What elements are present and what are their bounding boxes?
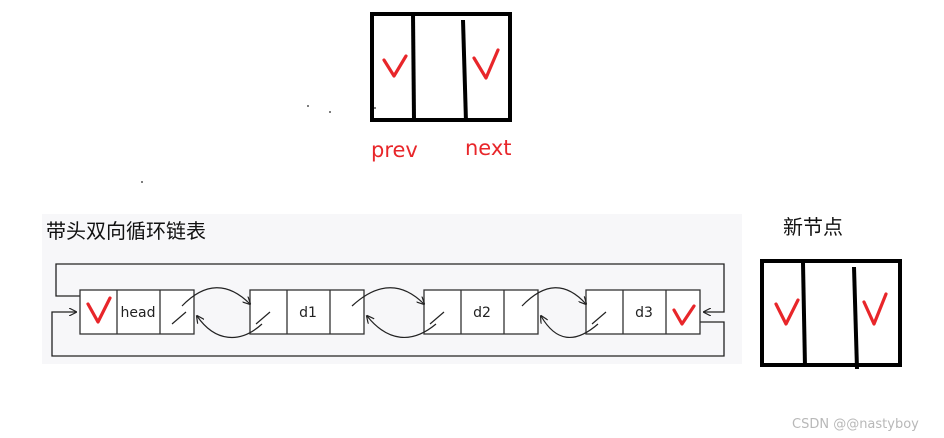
node-head-label: head bbox=[121, 305, 156, 321]
top-node-box bbox=[370, 12, 512, 122]
prev-link-d3-d2 bbox=[541, 316, 599, 339]
new-next-check-icon bbox=[862, 292, 888, 326]
next-check-icon bbox=[472, 48, 500, 80]
circular-link-bottom bbox=[51, 312, 725, 357]
node-d2-box bbox=[423, 289, 539, 335]
node-d1-label: d1 bbox=[299, 305, 317, 321]
top-node-divider-right bbox=[461, 19, 468, 123]
node-d2: d2 bbox=[423, 289, 539, 335]
new-node-divider-right bbox=[852, 266, 859, 370]
prev-check-icon bbox=[382, 54, 408, 78]
null-slash bbox=[171, 311, 187, 325]
node-d3-box bbox=[585, 289, 701, 335]
watermark: CSDN @@nastyboy bbox=[792, 417, 919, 432]
top-node bbox=[370, 12, 512, 123]
null-slash bbox=[591, 311, 607, 325]
list-panel bbox=[42, 214, 742, 364]
prev-link-d2-d1 bbox=[367, 316, 437, 338]
stray-dot bbox=[329, 111, 331, 113]
new-node bbox=[760, 259, 902, 370]
head-prev-check-icon bbox=[86, 296, 112, 324]
prev-label: prev bbox=[371, 138, 418, 162]
circular-link-top bbox=[55, 263, 725, 312]
node-d3: d3 bbox=[585, 289, 701, 335]
prev-link-d1-head bbox=[197, 316, 263, 338]
stray-dot bbox=[374, 107, 376, 109]
stray-dot bbox=[307, 105, 309, 107]
node-d3-label: d3 bbox=[635, 305, 653, 321]
new-node-title: 新节点 bbox=[783, 215, 843, 239]
node-d2-label: d2 bbox=[473, 305, 491, 321]
node-d1-box bbox=[249, 289, 365, 335]
next-label: next bbox=[465, 136, 512, 160]
next-link-d2-d3 bbox=[521, 287, 586, 307]
next-link-head-d1 bbox=[181, 287, 250, 307]
new-node-box bbox=[760, 259, 902, 367]
null-slash bbox=[255, 311, 271, 325]
node-d1: d1 bbox=[249, 289, 365, 335]
next-link-d1-d2 bbox=[351, 287, 424, 307]
top-node-divider-left bbox=[411, 13, 416, 121]
new-node-divider-left bbox=[801, 262, 807, 368]
d3-next-check-icon bbox=[672, 304, 696, 326]
list-title: 带头双向循环链表 bbox=[46, 219, 206, 243]
stray-dot bbox=[141, 181, 143, 183]
new-prev-check-icon bbox=[774, 298, 800, 326]
null-slash bbox=[429, 311, 445, 325]
node-head: head bbox=[79, 289, 195, 335]
node-head-box bbox=[79, 289, 195, 335]
